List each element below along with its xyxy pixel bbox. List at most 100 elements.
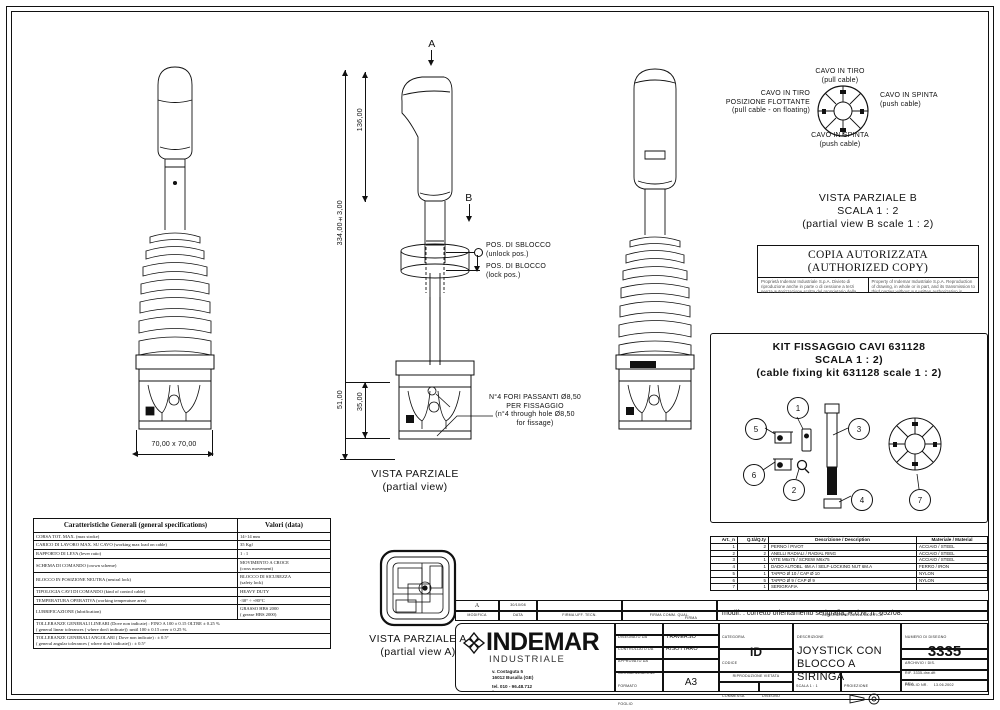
view-center-joystick (370, 65, 500, 465)
label-unlock-position: POS. DI SBLOCCO (unlock pos.) (486, 242, 551, 258)
lock-marker-arrow (474, 266, 480, 272)
part-material: FERRO / IRON (916, 563, 988, 571)
value-category: ID (750, 645, 762, 659)
part-description: TAPPO Ø 10 / CAP Ø 10 (768, 569, 917, 578)
spec-key: TOLLERANZE GENERALI LINEARI (Dove non in… (33, 618, 331, 635)
part-material: ACCIAIO / STEEL (916, 556, 988, 565)
spec-key: CORSA TOT. MAX. (max stroke) (33, 531, 238, 542)
sheet-border-outer (6, 6, 994, 700)
label-description: DESCRIZIONE (797, 635, 824, 639)
parts-col-art: Art._n (710, 536, 738, 544)
part-qty: 1 (737, 569, 769, 578)
dim-35-arrow-bot (362, 432, 368, 438)
value-approved-by (663, 647, 719, 659)
label-category: CATEGORIA (722, 635, 745, 639)
kit-balloon-1: 1 (787, 397, 809, 419)
spec-row: LUBRIFICAZIONE (lubrification)GRASSO HBS… (33, 604, 331, 620)
note-through-holes: N°4 FORI PASSANTI Ø8,50 PER FISSAGGIO (n… (488, 394, 582, 427)
label-partial-view: VISTA PARZIALE (partial view) (371, 468, 459, 493)
dim-grip-arrow-top (362, 72, 368, 78)
company-phone: tel. 010 - 96.48.712 fax 010 - 96.48.057 (492, 683, 533, 691)
dim-line-35 (365, 382, 366, 438)
dim-line-square (136, 454, 212, 455)
dim-grip-arrow-bot (362, 196, 368, 202)
kit-balloon-7: 7 (909, 489, 931, 511)
part-number: 4 (710, 563, 738, 571)
spec-key: RAPPORTO DI LEVA (lever ratio) (33, 549, 238, 559)
part-description: VITE M6x75 / SCREW M6x75 (768, 556, 917, 565)
label-commessa: COMMESSA (722, 694, 745, 698)
dim-base-height: 51,00 (337, 390, 344, 410)
company-name: INDEMAR (486, 628, 600, 656)
value-checked-by: RISOTTARO (666, 646, 698, 652)
part-qty: 1 (737, 583, 769, 591)
projection-symbol-icon (849, 693, 880, 705)
value-normalization (663, 659, 719, 672)
dim-line-51 (345, 378, 346, 460)
spec-header-row: Caratteristiche Generali (general specif… (33, 518, 331, 533)
part-description: SERIGRAFIA (768, 583, 917, 591)
unlock-marker (474, 248, 483, 257)
section-arrow-a-label: A (428, 38, 436, 50)
copia-line1: COPIA AUTORIZZATA (808, 249, 928, 261)
value-archive: RIF. 3335-drw.dft (905, 671, 936, 675)
spec-value: MOVIMENTO A CROCE (cross movement) (237, 557, 331, 574)
arrow-right (208, 451, 214, 457)
dim-base-square: 70,00 x 70,00 (151, 441, 197, 448)
ext-line-right (212, 430, 213, 456)
spec-row: CORSA TOT. MAX. (max stroke)14÷14 mm (33, 531, 331, 542)
copia-note-it: Proprietà Indemar Industriale S.p.A. Div… (758, 277, 869, 293)
value-drawing-number: 3335 (927, 643, 962, 660)
kit-balloon-2: 2 (783, 479, 805, 501)
spec-row: TIPOLOGIA CAVI DI COMANDO (kind of contr… (33, 586, 331, 597)
part-material (916, 583, 988, 591)
rev-col-modifica: MODIFICA (467, 613, 487, 618)
spec-value: 35 Kgf (237, 540, 331, 551)
spec-row: RAPPORTO DI LEVA (lever ratio)1 : 1 (33, 549, 331, 559)
kit-balloon-5: 5 (745, 418, 767, 440)
spec-row: BLOCCO IN POSIZIONE NEUTRA (neutral lock… (33, 572, 331, 588)
rev-col-data: DATA (513, 613, 523, 618)
value-drawn-by: TRAVERSO (666, 634, 696, 640)
spec-value: 14÷14 mm (237, 531, 331, 542)
part-description: ANELLI RADIALI / RADIAL RING (768, 549, 917, 558)
spec-key: TOLLERANZE GENERALI ANGOLARI ( Dove non … (33, 633, 331, 649)
ext-35-top (345, 382, 390, 383)
dim-line-grip (365, 72, 366, 202)
spec-row: TEMPERATURA OPERATIVA (working temperatu… (33, 595, 331, 606)
ext-35-bot (345, 438, 390, 439)
kit-title-3: (cable fixing kit 631128 scale 1 : 2) (756, 366, 942, 379)
part-number: 5 (710, 569, 738, 578)
part-description: TAPPO Ø 9 / CAP Ø 9 (768, 576, 917, 585)
label-format: FORMATO FOGLIO (618, 684, 638, 706)
kit-title-1: KIT FISSAGGIO CAVI 631128 (772, 341, 926, 353)
part-number: 1 (710, 542, 738, 551)
spec-value: HEAVY DUTY (237, 586, 331, 597)
arrow-left (132, 451, 138, 457)
revision-letter: A (474, 602, 480, 609)
dim-line-total (345, 70, 346, 460)
part-qty: 5 (737, 576, 769, 585)
label-drawn-by: DISEGNATO DA (618, 635, 648, 639)
joystick-left-svg (135, 66, 215, 430)
label-archive: ARCHIVIO / DIS. (905, 661, 936, 665)
parts-list-table: Art._n Q.tà/Q.ty Descrizione / Descripti… (710, 536, 988, 591)
leader-lock (446, 270, 480, 271)
spec-value: -30° ÷ +80°C (237, 595, 331, 606)
section-a-leader (431, 50, 432, 62)
dim-total-arrow-top (342, 70, 348, 76)
revision-sign-qual (622, 600, 717, 611)
value-format: A3 (684, 676, 698, 688)
label-checked-by: CONTROLLATO DA (618, 647, 654, 651)
part-number: 2 (710, 549, 738, 558)
label-lock-position: POS. DI BLOCCO (lock pos.) (486, 263, 546, 279)
part-qty: 1 (737, 563, 769, 571)
company-address: v. Costaguta 5 16012 Busalla (GE) (492, 668, 534, 680)
sheet-border-inner (11, 11, 989, 695)
indemar-logo-icon (462, 631, 486, 654)
